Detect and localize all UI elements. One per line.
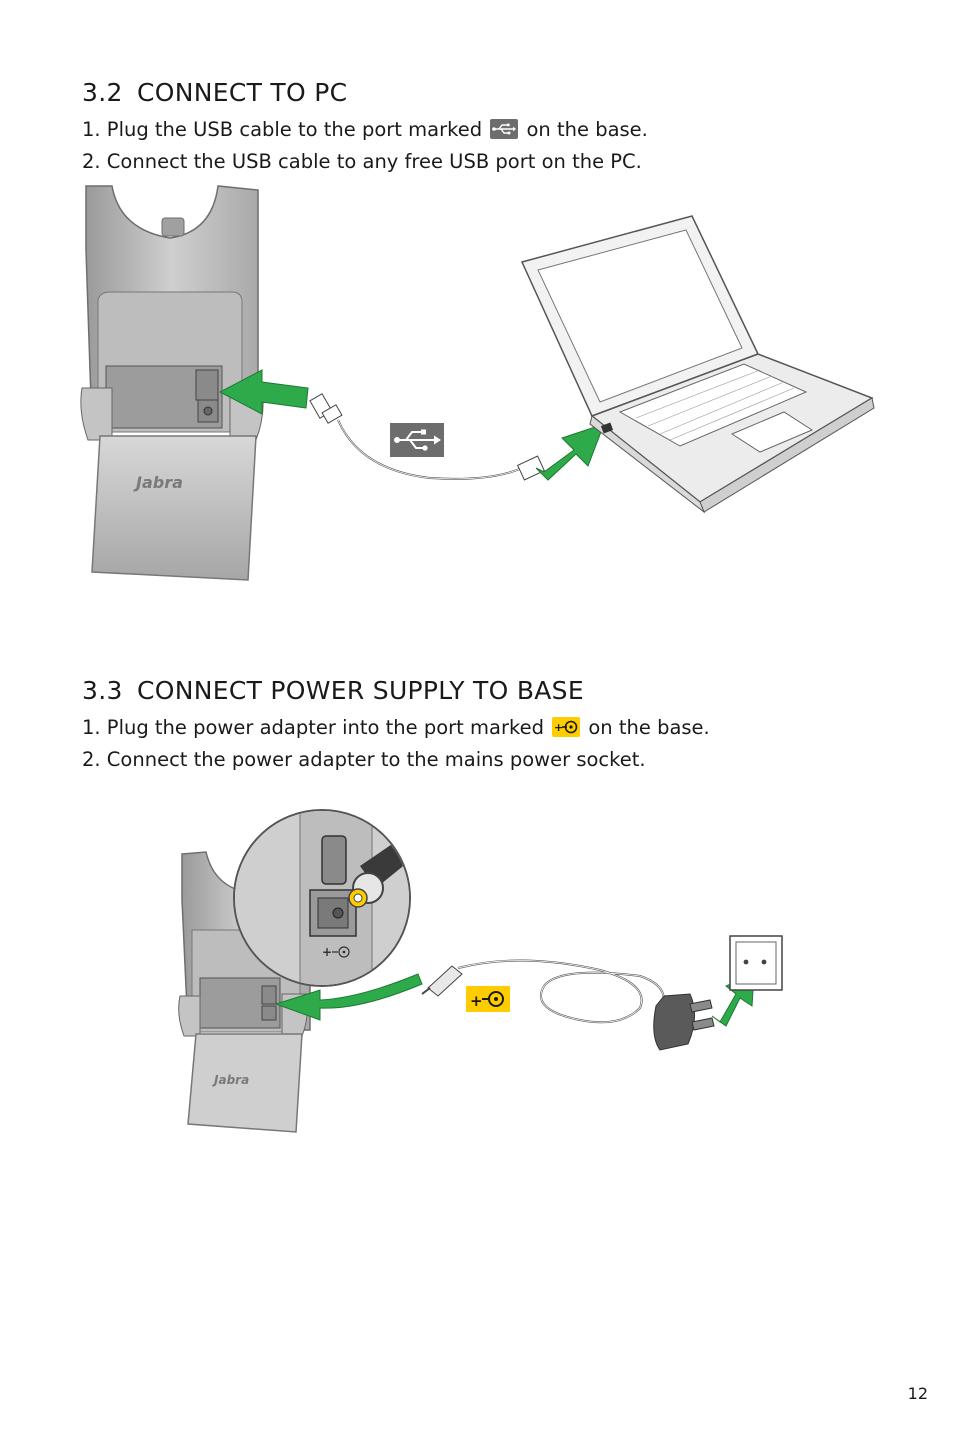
power-connection-illustration: Jabra + + xyxy=(178,809,783,1133)
port-closeup: + xyxy=(233,809,411,987)
usb-cable xyxy=(309,393,546,481)
svg-text:+: + xyxy=(470,992,483,1010)
section-number: 3.3 xyxy=(82,676,123,705)
wall-socket-icon xyxy=(729,935,783,991)
power-adapter xyxy=(653,993,715,1051)
section-heading-pc: 3.2 CONNECT TO PC xyxy=(82,78,347,107)
power-badge-icon: + xyxy=(466,986,510,1012)
section-number: 3.2 xyxy=(82,78,123,107)
section-title: CONNECT POWER SUPPLY TO BASE xyxy=(137,676,584,705)
section-title: CONNECT TO PC xyxy=(137,78,348,107)
usb-icon xyxy=(490,119,519,139)
jabra-logo: Jabra xyxy=(212,1073,249,1087)
step-power-socket: 2. Connect the power adapter to the main… xyxy=(82,748,646,771)
step-text-suffix: on the base. xyxy=(588,716,710,739)
svg-text:+: + xyxy=(554,721,563,734)
arrow-to-base-icon xyxy=(274,973,423,1021)
section-heading-power: 3.3 CONNECT POWER SUPPLY TO BASE xyxy=(82,676,584,705)
headset-base: Jabra xyxy=(80,185,264,581)
arrow-to-pc-icon xyxy=(535,423,605,481)
step-text: 1. Plug the USB cable to the port marked xyxy=(82,118,483,141)
port-plus-label: + xyxy=(322,945,332,959)
power-cable xyxy=(421,959,665,1024)
usb-badge-icon xyxy=(390,423,444,457)
step-power-port: 1. Plug the power adapter into the port … xyxy=(82,716,710,739)
arrow-to-base-icon xyxy=(218,369,309,415)
page-number: 12 xyxy=(907,1384,928,1403)
step-text-suffix: on the base. xyxy=(526,118,648,141)
step-usb-port: 1. Plug the USB cable to the port marked… xyxy=(82,118,648,141)
jabra-logo: Jabra xyxy=(133,473,183,492)
laptop xyxy=(520,215,875,514)
usb-connection-illustration: Jabra xyxy=(80,185,875,581)
step-usb-pc: 2. Connect the USB cable to any free USB… xyxy=(82,150,642,173)
step-text: 1. Plug the power adapter into the port … xyxy=(82,716,544,739)
power-port-icon: + xyxy=(552,717,581,737)
